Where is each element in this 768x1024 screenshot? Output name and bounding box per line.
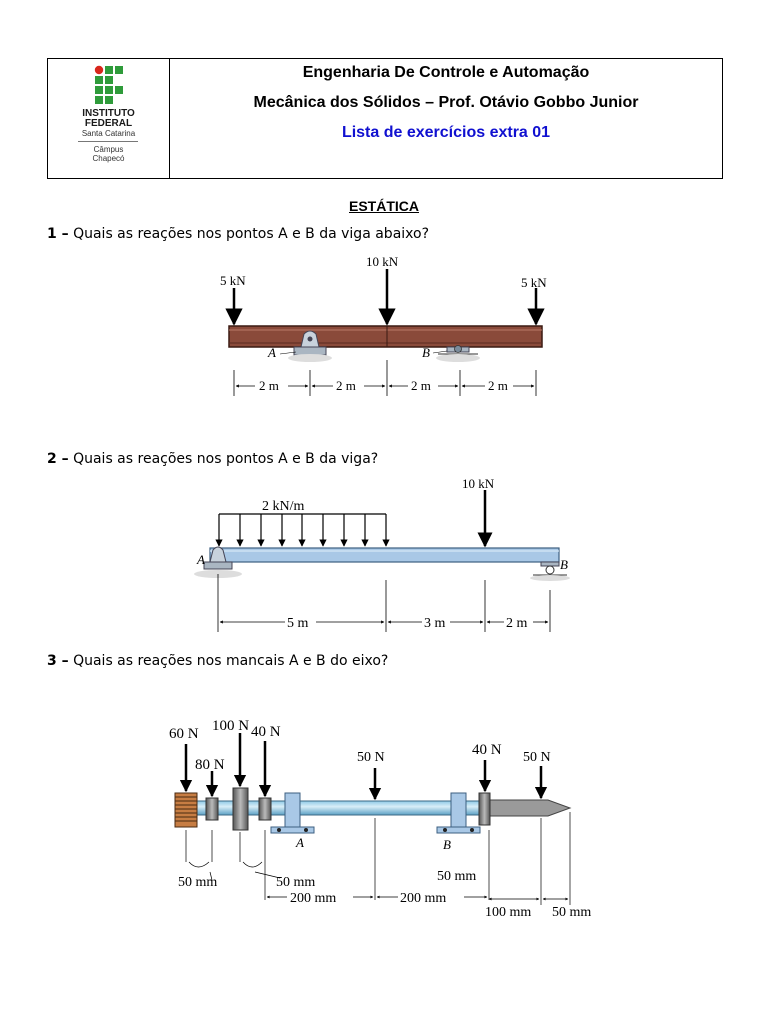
point-load-label: 10 kN <box>462 476 495 491</box>
logo-campus: Câmpus Chapecó <box>48 145 169 163</box>
bearing-a-icon <box>270 792 315 834</box>
ifsc-logo-icon <box>94 65 123 104</box>
dim-label-1: 5 m <box>287 616 309 631</box>
shaft-tip <box>481 799 572 817</box>
logo-cell: INSTITUTO FEDERAL Santa Catarina Câmpus … <box>48 59 170 178</box>
bearing-a-label: A <box>295 835 304 850</box>
support-a-label: A <box>267 345 276 360</box>
beam-diagram-1: 5 kN 10 kN 5 kN A B 2 m 2 m 2 m 2 m <box>220 254 547 396</box>
question-1-number: 1 – <box>47 226 69 242</box>
dim-label-1: 2 m <box>259 378 279 393</box>
load-label-3: 5 kN <box>521 275 547 290</box>
bearing-b-icon <box>436 792 481 834</box>
question-1-text: Quais as reações nos pontos A e B da vig… <box>73 226 430 242</box>
distributed-load-label: 2 kN/m <box>262 499 305 514</box>
load-label-100n: 40 N <box>251 724 281 740</box>
support-a-label: A <box>196 552 205 567</box>
question-1: 1 – Quais as reações nos pontos A e B da… <box>47 226 429 242</box>
dimension-line-2 <box>217 580 551 632</box>
load-label-60n: 60 N <box>169 726 199 742</box>
subject-title: Mecânica dos Sólidos – Prof. Otávio Gobb… <box>253 94 639 111</box>
logo-name-line2: FEDERAL <box>84 118 133 129</box>
dim-label-7: 50 mm <box>552 905 591 920</box>
bearing-b-label: B <box>443 837 451 852</box>
gear-1-icon <box>205 797 219 821</box>
dim-label-1: 50 mm <box>178 875 217 890</box>
shaft-diagram-3: A B 60 N 80 N 100 N 40 N 50 N 40 N 50 N <box>169 718 591 920</box>
beam-diagram-2: 2 kN/m 10 kN A B 5 m 3 m 2 m <box>194 476 570 632</box>
beam-1 <box>228 325 543 348</box>
gear-3-icon <box>258 797 272 821</box>
dim-label-3: 200 mm <box>290 891 336 906</box>
logo-state: Santa Catarina <box>81 129 136 138</box>
gear-2-icon <box>232 787 249 831</box>
course-title: Engenharia De Controle e Automação <box>302 64 590 81</box>
question-2-number: 2 – <box>47 451 69 467</box>
section-title: ESTÁTICA <box>349 198 419 214</box>
dimension-lines-3 <box>185 812 571 905</box>
dim-label-3: 2 m <box>411 378 431 393</box>
load-label-2: 10 kN <box>366 254 399 269</box>
load-label-80n: 100 N <box>212 718 249 734</box>
dim-label-2: 50 mm <box>276 875 315 890</box>
dim-label-2: 2 m <box>336 378 356 393</box>
load-label-40n-b: 40 N <box>472 742 502 758</box>
roller-support-b-icon <box>530 561 570 581</box>
pin-support-a-icon <box>288 330 332 362</box>
load-label-1: 5 kN <box>220 273 246 288</box>
list-title: Lista de exercícios extra 01 <box>341 124 551 141</box>
support-b-label: B <box>422 345 430 360</box>
question-3-text: Quais as reações nos mancais A e B do ei… <box>73 653 389 669</box>
question-3-number: 3 – <box>47 653 69 669</box>
dim-label-5: 50 mm <box>437 869 476 884</box>
logo-campus-line2: Chapecó <box>92 154 125 163</box>
logo-divider <box>78 141 138 142</box>
dim-label-4: 2 m <box>488 378 508 393</box>
load-label-40n-a: 80 N <box>195 757 225 773</box>
logo-name-line1: INSTITUTO <box>82 108 135 119</box>
roller-support-b-icon <box>436 345 480 362</box>
distributed-load <box>215 513 390 547</box>
question-3: 3 – Quais as reações nos mancais A e B d… <box>47 653 388 669</box>
dim-label-2: 3 m <box>424 616 446 631</box>
gear-4-icon <box>478 792 491 826</box>
question-2: 2 – Quais as reações nos pontos A e B da… <box>47 451 378 467</box>
load-label-50n-a: 50 N <box>357 750 385 765</box>
pin-support-a-icon <box>194 546 242 590</box>
dim-label-4: 200 mm <box>400 891 446 906</box>
dim-label-6: 100 mm <box>485 905 531 920</box>
load-label-50n-b: 50 N <box>523 750 551 765</box>
support-b-label: B <box>560 557 568 572</box>
dim-label-3: 2 m <box>506 616 528 631</box>
title-cell: Engenharia De Controle e Automação Mecân… <box>170 59 722 178</box>
logo-name: INSTITUTO FEDERAL <box>48 109 169 129</box>
logo-campus-line1: Câmpus <box>93 145 124 154</box>
dimension-line-1 <box>233 360 537 396</box>
beam-2 <box>209 547 560 563</box>
header-table: INSTITUTO FEDERAL Santa Catarina Câmpus … <box>47 58 723 179</box>
question-2-text: Quais as reações nos pontos A e B da vig… <box>73 451 379 467</box>
pulley-icon <box>174 792 198 828</box>
